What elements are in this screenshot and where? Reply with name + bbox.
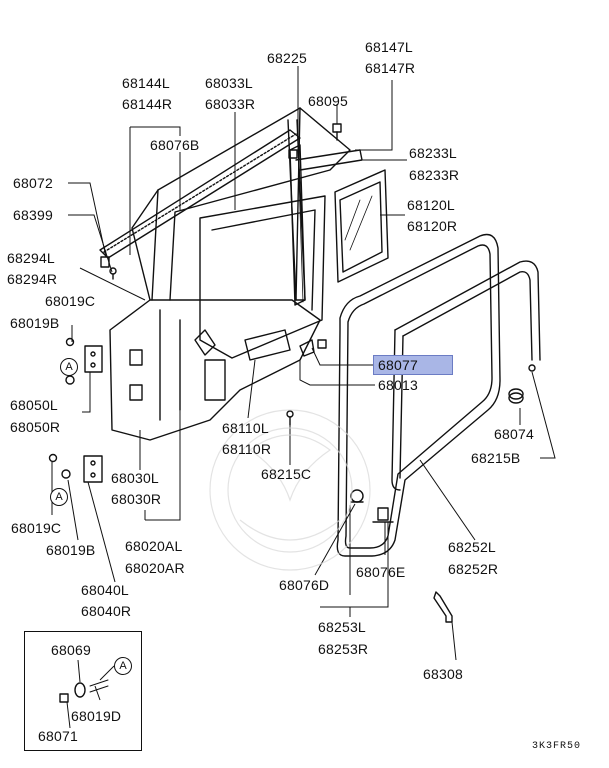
screw-68215C [286,410,294,426]
label-68233L: 68233L [409,145,457,161]
callout-a-inset: A [114,657,132,675]
screw-68399 [109,267,117,280]
label-68071: 68071 [38,728,78,744]
division-bar [289,144,363,306]
label-68074: 68074 [494,426,534,442]
label-68120L: 68120L [407,197,455,213]
screw-68013 [317,339,327,349]
clip-68072 [100,256,110,268]
label-68033R: 68033R [205,96,256,112]
watermark-crest [209,409,371,571]
bracket-68077 [299,339,315,357]
door-inner-panel [109,299,321,441]
label-68050R: 68050R [10,419,61,435]
label-68147L: 68147L [365,39,413,55]
label-68076D: 68076D [279,577,330,593]
label-68013: 68013 [378,377,418,393]
label-68040R: 68040R [81,603,132,619]
label-68040L: 68040L [81,582,129,598]
leader-lines [51,66,556,729]
label-68110R: 68110R [222,441,272,457]
clip-68095 [332,123,342,141]
diagram-code: 3K3FR50 [532,741,582,752]
label-68030L: 68030L [111,470,159,486]
clip-68076E [372,507,394,523]
label-68110L: 68110L [222,420,269,436]
label-68252R: 68252R [448,561,499,577]
clip-68225 [288,149,298,159]
label-68294L: 68294L [7,250,55,266]
label-68019B-bottom: 68019B [46,542,96,558]
label-68069: 68069 [51,642,91,658]
label-68399: 68399 [13,207,53,223]
clip-68076D [350,489,364,503]
label-68077-highlighted[interactable]: 68077 [373,355,453,375]
inner-weatherstrip [391,260,541,491]
screw-68215B [528,364,536,372]
door-glass [199,195,326,359]
nut-68074 [508,388,524,404]
label-68050L: 68050L [10,397,58,413]
hinge-upper-68050 [65,337,103,385]
label-68019C-bottom: 68019C [11,520,62,536]
hinge-lower-68040 [48,453,103,483]
label-68030R: 68030R [111,491,162,507]
label-68215B: 68215B [471,450,521,466]
door-weatherstrip [336,233,501,557]
label-68019C-top: 68019C [45,293,96,309]
label-68233R: 68233R [409,167,460,183]
label-68253R: 68253R [318,641,369,657]
label-68147R: 68147R [365,60,416,76]
label-68033L: 68033L [205,75,253,91]
label-68020AR: 68020AR [125,560,185,576]
callout-a-lower: A [50,488,68,506]
label-68252L: 68252L [448,539,496,555]
label-68215C: 68215C [261,466,312,482]
callout-a-upper: A [60,358,78,376]
label-68072: 68072 [13,175,53,191]
inset-box: 68069 A 68019D 68071 [24,631,142,751]
label-68294R: 68294R [7,271,58,287]
label-68225: 68225 [267,50,307,66]
label-68020AL: 68020AL [125,538,183,554]
label-68120R: 68120R [407,218,458,234]
seal-68308 [433,591,453,623]
label-68253L: 68253L [318,619,366,635]
quarter-glass [334,169,389,283]
label-68144L: 68144L [122,75,170,91]
label-68019D: 68019D [71,708,122,724]
label-68076E: 68076E [356,564,406,580]
label-68095: 68095 [308,93,348,109]
label-68308: 68308 [423,666,463,682]
label-68019B-top: 68019B [10,315,60,331]
label-68076B: 68076B [150,137,200,153]
label-68144R: 68144R [122,96,173,112]
inset-parts [59,679,109,703]
